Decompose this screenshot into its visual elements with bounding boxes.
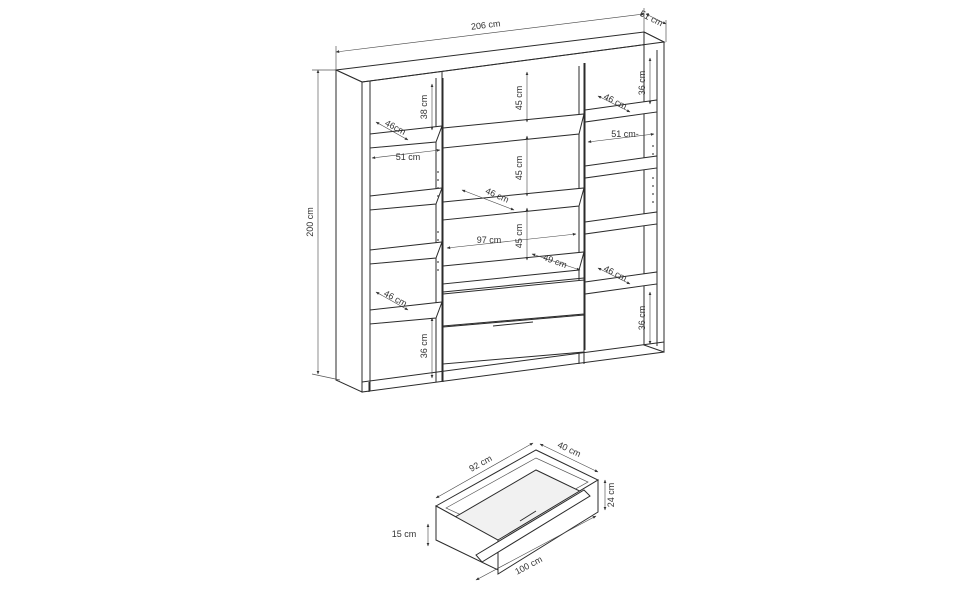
label-left-top-height: 38 cm xyxy=(419,95,429,120)
drawer-handle xyxy=(492,321,534,327)
label-total-height: 200 cm xyxy=(305,207,315,237)
label-total-width: 206 cm xyxy=(470,18,501,32)
label-right-top-height: 36 cm xyxy=(637,71,647,96)
wardrobe-left-side xyxy=(335,69,363,393)
label-left-bottom-height: 36 cm xyxy=(419,334,429,359)
right-peg-holes xyxy=(652,145,654,203)
label-drawer-height: 24 cm xyxy=(606,483,616,508)
drawer-dimensions xyxy=(426,442,607,581)
inner-dimensions xyxy=(371,57,655,379)
wardrobe-front-frame xyxy=(361,41,665,393)
label-right-bottom-height: 36 cm xyxy=(637,306,647,331)
label-right-shelf-width: 51 cm- xyxy=(611,129,639,139)
label-center-lower: 45 cm xyxy=(514,224,524,249)
label-center-width: 97 cm xyxy=(477,235,502,245)
label-center-top: 45 cm xyxy=(514,86,524,111)
wardrobe-labels: 206 cm 51 cm 200 cm 38 cm 46cm 51 cm 46 … xyxy=(305,8,665,358)
left-peg-holes xyxy=(437,171,439,271)
label-left-shelf-width: 51 cm xyxy=(396,152,421,162)
label-drawer-inner-depth: 40 cm xyxy=(556,440,582,459)
wardrobe-right-side xyxy=(643,31,665,353)
label-drawer-inner-length: 92 cm xyxy=(467,453,493,474)
wardrobe-drawing: 206 cm 51 cm 200 cm 38 cm 46cm 51 cm 46 … xyxy=(305,8,667,393)
overall-dimensions xyxy=(311,8,667,381)
left-column xyxy=(369,72,443,391)
label-total-depth: 51 cm xyxy=(638,8,664,28)
label-left-lower-depth: 46 cm xyxy=(382,288,408,308)
wardrobe-top-face xyxy=(334,31,666,83)
label-drawer-inner-height: 15 cm xyxy=(392,529,417,539)
label-center-middle: 45 cm xyxy=(514,156,524,181)
drawer-drawing: 92 cm 40 cm 24 cm 15 cm 100 cm xyxy=(392,440,616,581)
upper-drawer-front xyxy=(442,279,585,327)
lower-drawer-front xyxy=(442,314,585,365)
